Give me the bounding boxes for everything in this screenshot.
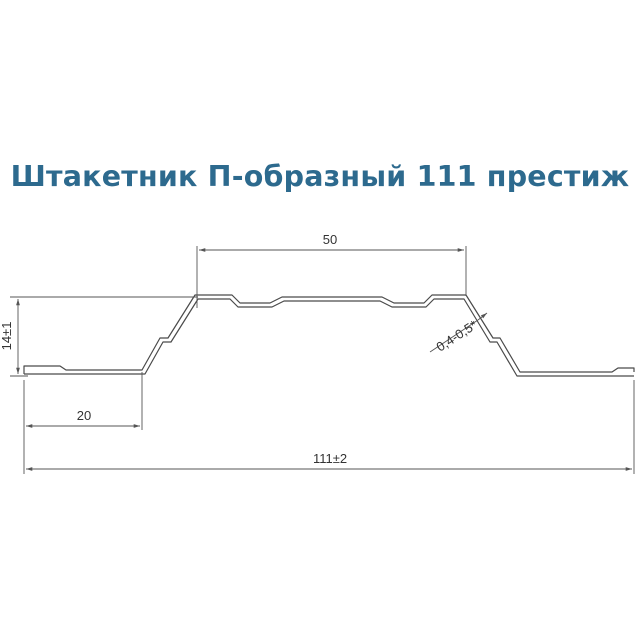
dimension-thickness-label: 0,4-0,5* (433, 317, 479, 354)
dimension-total-width (23, 380, 635, 474)
dimension-side-width-label: 20 (77, 408, 91, 423)
dimension-height-label: 14±1 (0, 322, 14, 351)
profile-outer-line (23, 294, 635, 373)
profile-shape (23, 294, 635, 377)
dimension-thickness (429, 312, 488, 353)
page-title: Штакетник П-образный 111 престиж (10, 160, 630, 193)
dimension-height (10, 296, 198, 377)
dimension-top-width-label: 50 (323, 232, 337, 247)
dimension-side-width (23, 372, 143, 430)
dimension-total-width-label: 111±2 (313, 451, 347, 466)
dimension-top-width (196, 246, 467, 308)
profile-inner-line (24, 298, 634, 377)
